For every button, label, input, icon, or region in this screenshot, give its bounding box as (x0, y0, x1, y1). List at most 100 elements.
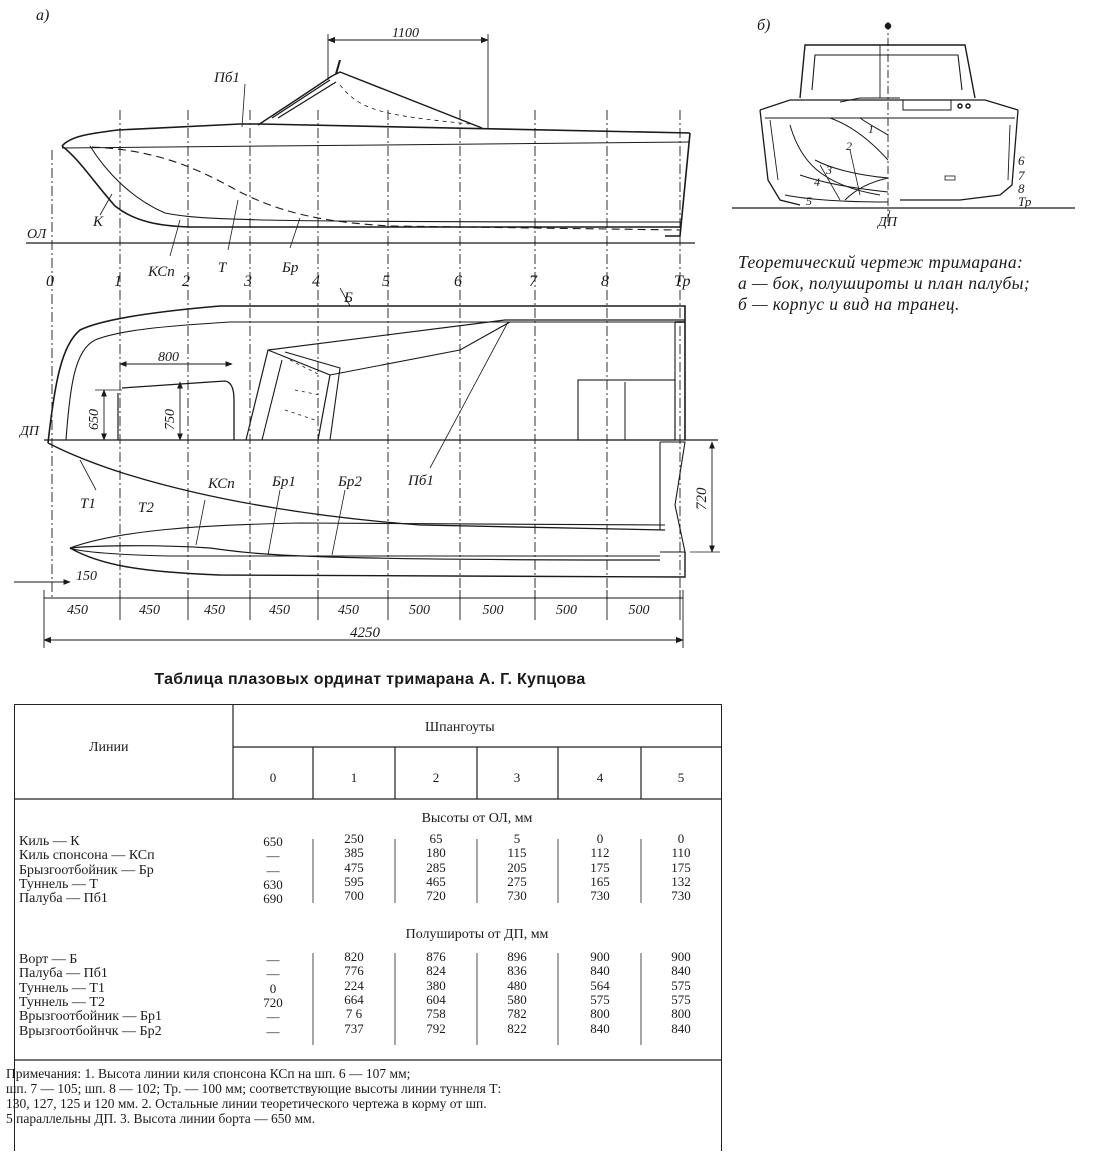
section2_rows-row-2-col-4: 564 (590, 977, 610, 993)
section1_rows-row-3-col-1: 595 (344, 873, 364, 889)
section2_rows-row-5-label: Врызгоотбойнчк — Бр2 (19, 1023, 162, 1039)
label-tunnel-t: Т (218, 260, 228, 276)
section2_rows-row-5-col-1: 737 (344, 1020, 364, 1036)
spacing-label-4: 450 (338, 603, 359, 618)
label-keel-k: К (92, 214, 104, 230)
figure-caption: Теоретический чертеж тримарана: а — бок,… (738, 252, 1083, 315)
section1_rows-row-3-label: Туннель — Т (19, 876, 98, 892)
section2_rows-row-1-col-1: 776 (344, 963, 364, 979)
section2_rows-row-5-col-0: — (266, 1023, 280, 1039)
section2_rows-row-3-col-3: 580 (507, 991, 527, 1007)
section-number-0: 1 (868, 122, 874, 136)
label-dim-720: 720 (694, 487, 710, 510)
section2_rows-row-2-label: Туннель — Т1 (19, 980, 105, 996)
section1_rows-row-2-col-2: 285 (426, 859, 446, 875)
label-dim-1100: 1100 (392, 26, 419, 41)
spacing-label-6: 500 (483, 603, 504, 618)
spacing-label-1: 450 (139, 603, 160, 618)
section-heights-title: Высоты от ОЛ, мм (421, 811, 533, 826)
section1_rows-row-3-col-3: 275 (507, 873, 527, 889)
section1_rows-row-2-col-0: — (266, 862, 280, 878)
section1_rows-row-1-col-2: 180 (426, 845, 446, 861)
section2_rows-row-2-col-1: 224 (344, 977, 364, 993)
header-lines: Линии (89, 740, 129, 755)
section2_rows-row-4-col-5: 800 (671, 1006, 691, 1022)
section2_rows-row-4-label: Врызгоотбойник — Бр1 (19, 1009, 163, 1025)
section1_rows-row-2-col-1: 475 (344, 859, 364, 875)
section2_rows-row-5-col-2: 792 (426, 1020, 446, 1036)
section2_rows-row-2-col-5: 575 (671, 977, 691, 993)
section1_rows-row-3-col-4: 165 (590, 873, 610, 889)
label-dim-750: 750 (163, 409, 178, 430)
section2_rows-row-4-col-0: — (266, 1009, 280, 1025)
header-frames: Шпангоуты (425, 720, 495, 735)
station-number-8: 8 (601, 273, 609, 290)
note-line-4: 5 параллельны ДП. 3. Высота линии борта … (6, 1111, 316, 1126)
section2_rows-row-0-col-3: 896 (507, 949, 527, 964)
section2_rows-row-3-col-5: 575 (671, 991, 691, 1007)
caption-line-3: б — корпус и вид на транец. (738, 294, 960, 314)
side-view: а) (26, 7, 695, 257)
body-plan: б) (732, 17, 1075, 222)
section2_rows-row-4-col-4: 800 (590, 1006, 610, 1022)
panel-label-a: а) (36, 7, 49, 24)
section1_rows-row-0-col-5: 0 (677, 831, 685, 846)
label-side-b: Б (343, 290, 353, 306)
body-right-label-1: 7 (1018, 168, 1025, 183)
spacing-label-5: 500 (409, 603, 430, 618)
section1_rows-row-2-col-4: 175 (590, 859, 610, 875)
station-number-4: 4 (312, 273, 320, 290)
frame-number-0: 0 (269, 770, 277, 785)
section2_rows-row-3-col-0: 720 (263, 994, 283, 1010)
table-notes: Примечания: 1. Высота линии киля спонсон… (6, 1066, 706, 1126)
section-number-1: 2 (846, 139, 852, 153)
frame-number-2: 2 (432, 770, 440, 785)
station-number-6: 6 (454, 273, 462, 290)
label-deck-pb1-plan: Пб1 (407, 473, 434, 489)
label-tunnel-t2: Т2 (138, 500, 154, 516)
section2_rows-row-3-col-1: 664 (344, 991, 364, 1007)
spacing-label-3: 450 (269, 603, 290, 618)
section2_rows-row-4-col-1: 7 6 (345, 1006, 363, 1022)
label-sponson-keel-plan: КСп (207, 476, 235, 492)
label-total-length: 4250 (350, 625, 381, 641)
section2_rows-row-1-col-2: 824 (426, 963, 446, 979)
section2_rows-row-4-col-2: 758 (426, 1006, 446, 1022)
section1_rows-row-1-col-5: 110 (671, 845, 691, 861)
section2_rows-row-0-col-4: 900 (590, 949, 610, 964)
section1_rows-row-4-col-3: 730 (507, 888, 527, 904)
station-number-9: Тр (674, 273, 691, 290)
label-deck-pb1: Пб1 (213, 70, 240, 86)
frame-number-5: 5 (677, 770, 685, 785)
note-line-1: Примечания: 1. Высота линии киля спонсон… (6, 1066, 411, 1081)
section-number-4: 5 (806, 194, 812, 208)
section2_rows-row-0-col-5: 900 (671, 949, 691, 964)
label-dim-650: 650 (87, 409, 102, 430)
section1_rows-row-4-col-2: 720 (426, 888, 446, 904)
section1_rows-row-1-col-1: 385 (344, 845, 364, 861)
section1_rows-row-2-label: Брызгоотбойник — Бр (19, 862, 154, 878)
section1_rows-row-3-col-0: 630 (263, 876, 283, 892)
label-centerline-dp: ДП (18, 424, 40, 439)
section1_rows-row-1-col-0: — (266, 848, 280, 864)
section1_rows-row-1-col-4: 112 (590, 845, 610, 861)
frame-number-3: 3 (513, 770, 521, 785)
station-number-7: 7 (529, 273, 538, 290)
caption-line-2: а — бок, полушироты и план палубы; (738, 273, 1031, 293)
label-spray-rail-br2: Бр2 (337, 474, 362, 490)
plan-view (14, 287, 720, 648)
section1_rows-row-0-label: Киль — К (19, 834, 80, 849)
section1_rows-row-2-col-5: 175 (671, 859, 691, 875)
section2_rows-row-2-col-2: 380 (426, 977, 446, 993)
spacing-label-7: 500 (556, 603, 577, 618)
section2_rows-row-0-col-0: — (266, 952, 280, 967)
frame-number-4: 4 (596, 770, 604, 785)
section2_rows-row-1-col-3: 836 (507, 963, 527, 979)
section2_rows-row-3-col-4: 575 (590, 991, 610, 1007)
section2_rows-row-0-label: Ворт — Б (19, 952, 78, 967)
label-base-line: ОЛ (27, 227, 48, 242)
